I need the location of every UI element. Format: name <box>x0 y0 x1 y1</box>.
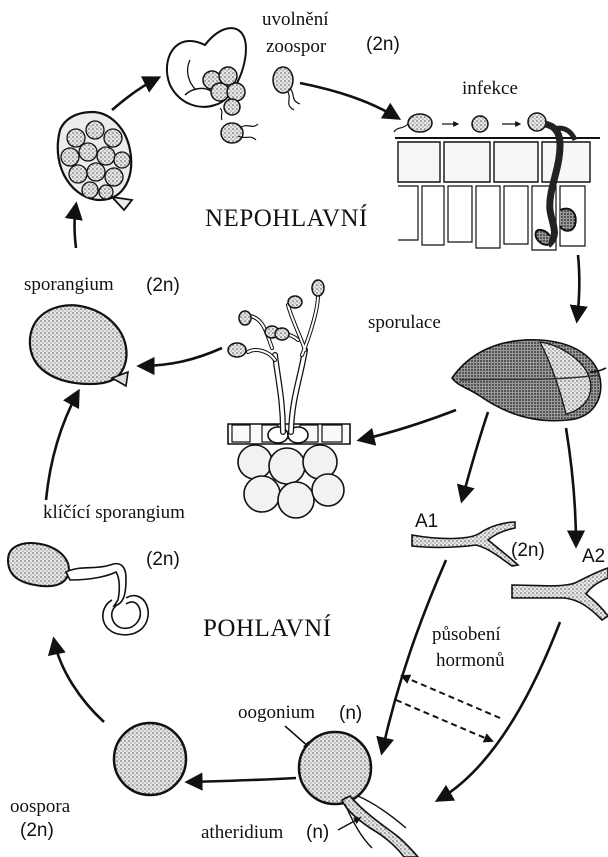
free-zoospore-upper <box>273 67 300 110</box>
arrow-sporangiophore-to-sporangium <box>140 348 222 366</box>
label-infection: infekce <box>462 78 518 99</box>
label-mating-type-a2: A2 <box>582 546 605 567</box>
arrow-germinating-to-sporangium <box>46 392 78 500</box>
empty-sporangium-releasing-zoospores <box>167 28 246 115</box>
sporangium-with-zoospores <box>58 112 132 210</box>
label-sporangium: sporangium <box>24 274 114 295</box>
label-germinating-sporangium: klíčící sporangium <box>43 502 185 523</box>
free-zoospore-lower <box>220 108 258 143</box>
phase-sexual: POHLAVNÍ <box>203 614 332 642</box>
arrow-sporangium-to-release <box>112 78 158 110</box>
label-oospore: oospora <box>10 796 71 817</box>
arrow-leaf-to-a2 <box>566 428 576 545</box>
lemon-shaped-sporangium <box>30 305 128 386</box>
label-oogonium: oogonium <box>238 702 315 723</box>
phase-asexual: NEPOHLAVNÍ <box>205 204 368 232</box>
hypha-mating-type-a2 <box>512 568 608 620</box>
label-ploidy-oogonium: (n) <box>339 703 362 724</box>
label-zoospore-release-1: uvolnění <box>262 9 329 30</box>
hormone-signal-arrows <box>396 676 500 741</box>
label-sporulation: sporulace <box>368 312 441 333</box>
label-ploidy-sporangium: (2n) <box>146 275 180 296</box>
label-ploidy-antheridium: (n) <box>306 822 329 843</box>
arrow-leaf-to-a1 <box>462 412 488 500</box>
arrow-oogonium-to-oospore <box>188 778 296 782</box>
sporulating-potato-leaf <box>452 340 606 421</box>
label-ploidy-germinating: (2n) <box>146 549 180 570</box>
label-mating-type-a1: A1 <box>415 511 438 532</box>
arrow-leaf-to-sporangiophore <box>360 410 456 440</box>
label-zoospore-release-2: zoospor <box>266 36 327 57</box>
arrow-infection-to-leaf <box>577 255 579 320</box>
label-antheridium: atheridium <box>201 822 284 843</box>
oospore <box>114 723 186 795</box>
sporangiophore-emerging-from-stoma <box>228 280 350 518</box>
arrow-oospore-to-germinating <box>54 640 104 722</box>
germinating-sporangium-with-germ-tube <box>8 543 148 635</box>
label-ploidy-oospore: (2n) <box>20 820 54 841</box>
infected-leaf-tissue <box>394 113 600 250</box>
arrow-a2-to-oogonium <box>438 622 560 800</box>
label-ploidy-zoospores: (2n) <box>366 34 400 55</box>
label-hormone-action-1: působení <box>432 624 501 645</box>
label-ploidy-hyphae: (2n) <box>511 540 545 561</box>
arrow-release-to-infection <box>300 83 398 118</box>
label-hormone-action-2: hormonů <box>436 650 505 671</box>
arrow-sporangium-to-top <box>75 205 77 248</box>
